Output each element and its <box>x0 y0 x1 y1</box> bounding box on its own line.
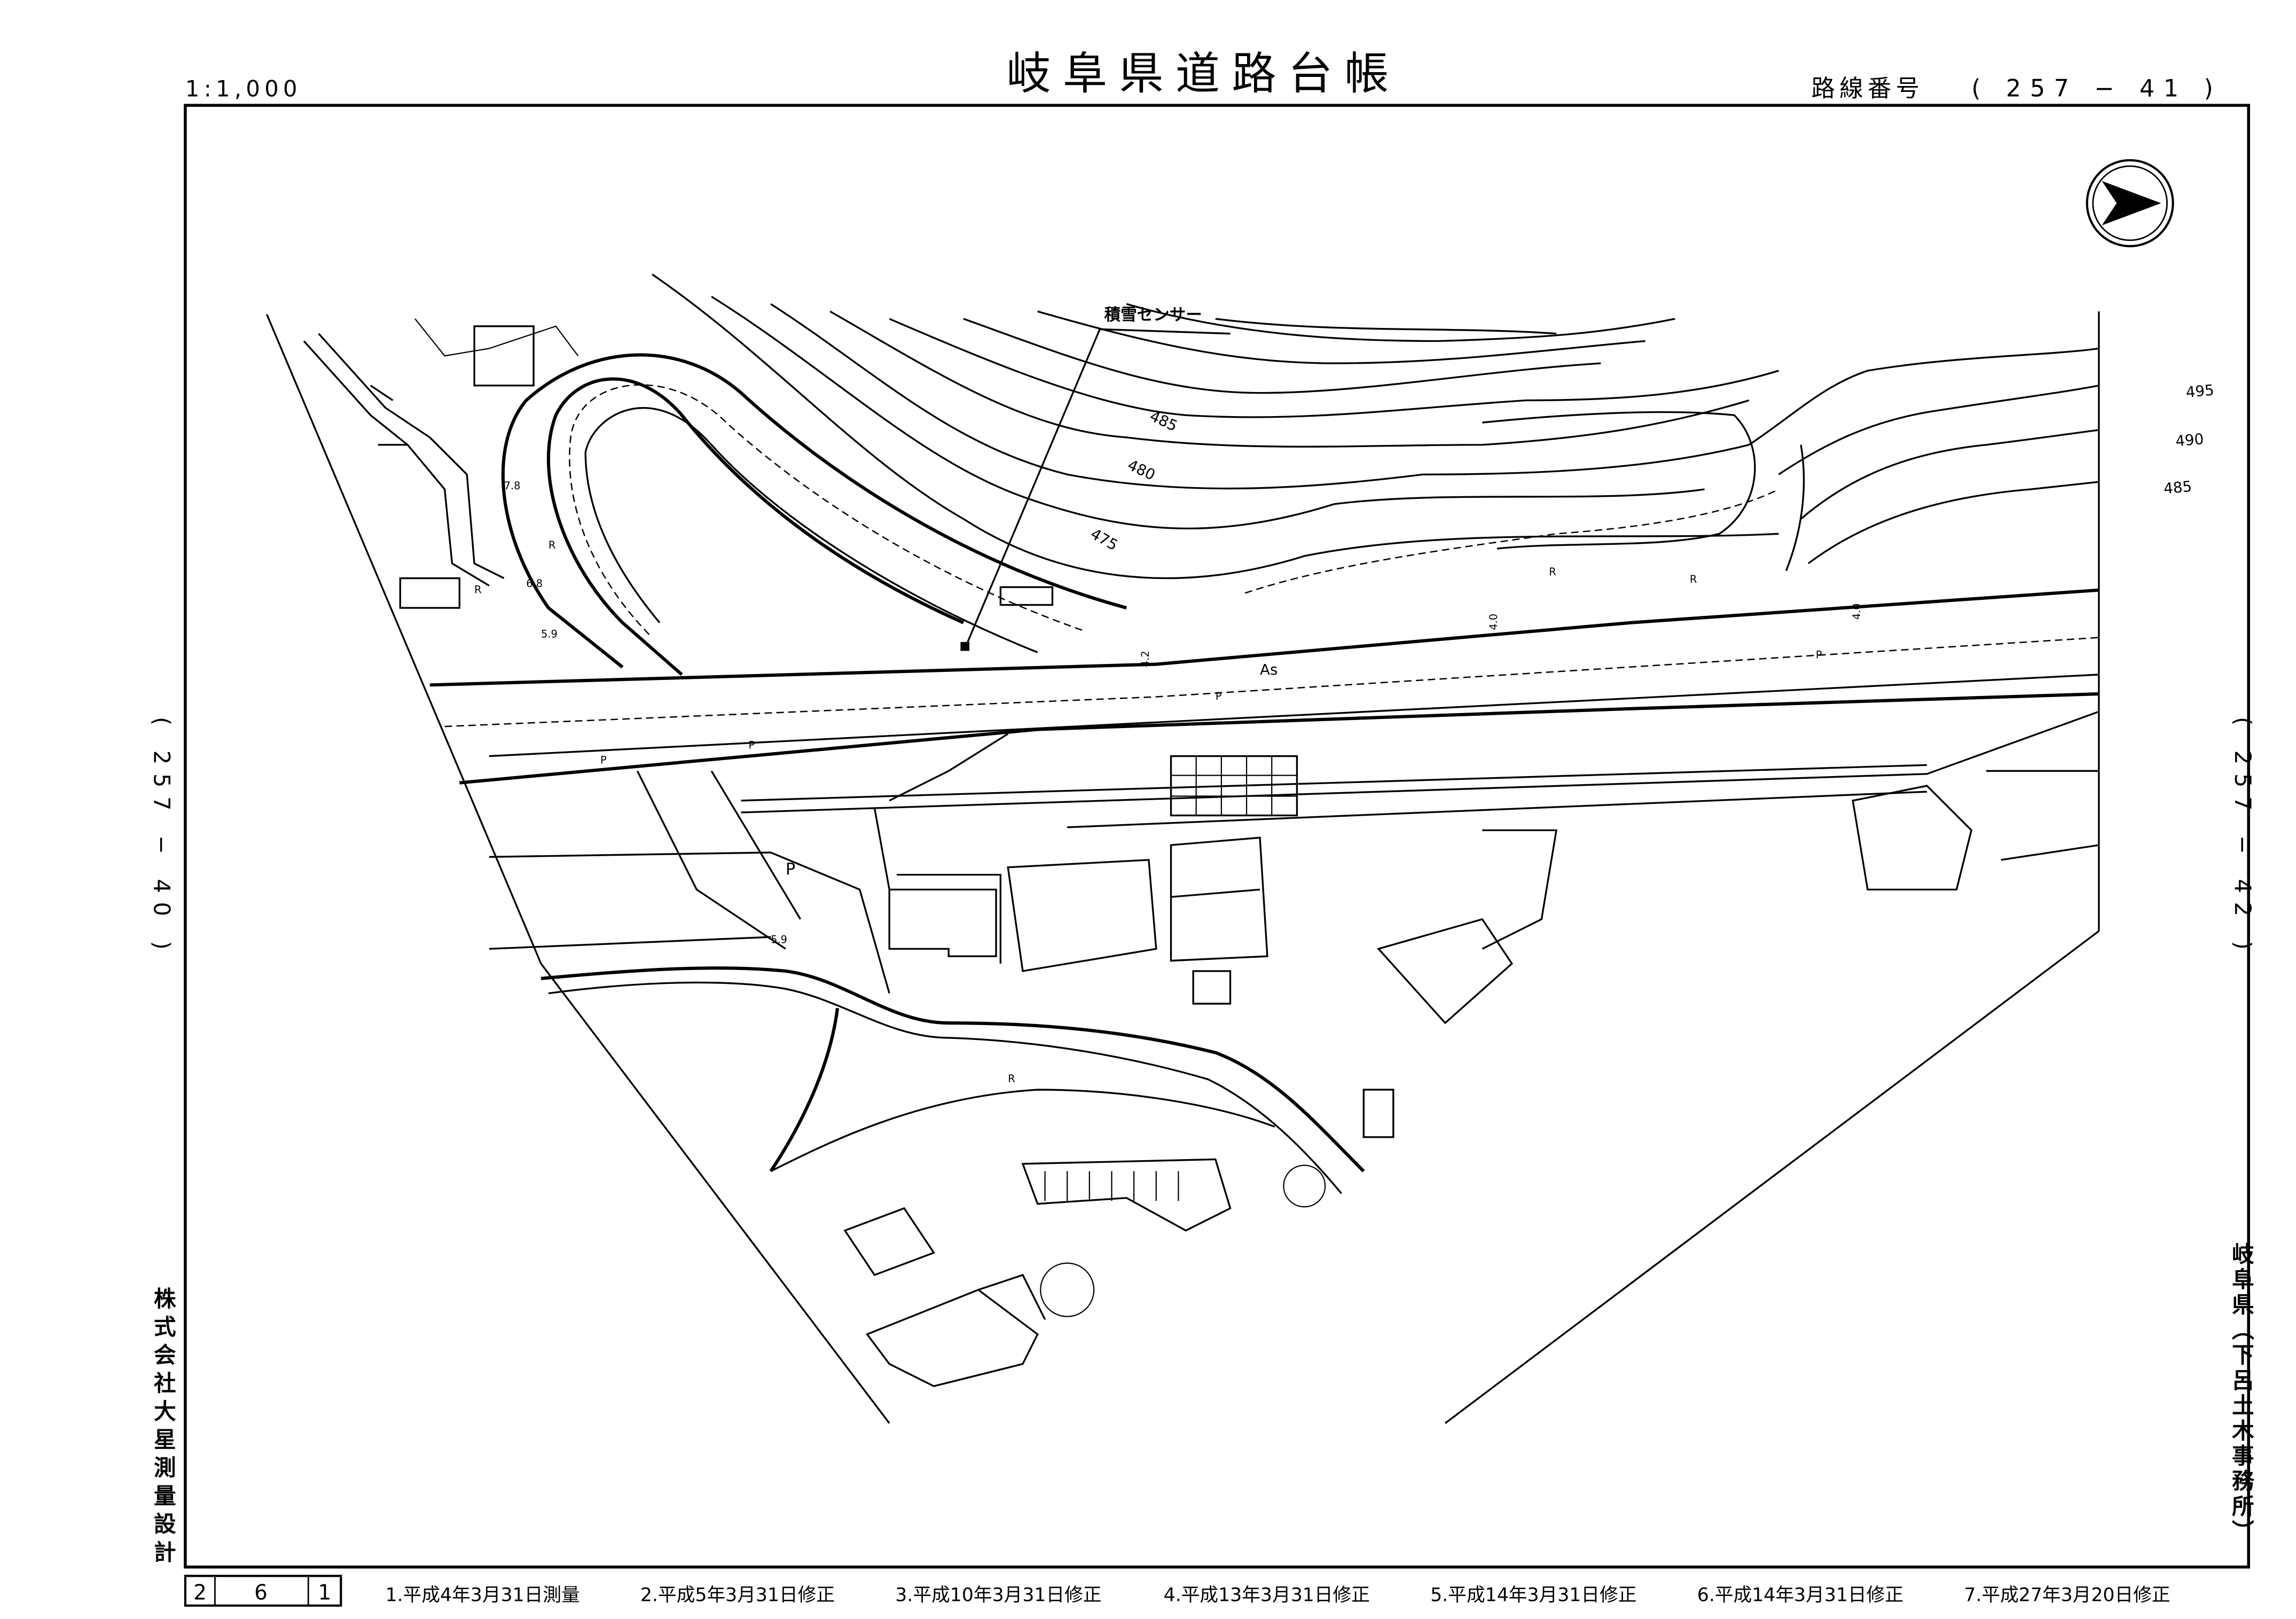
revision-history: 1.平成4年3月31日測量 2.平成5年3月31日修正 3.平成10年3月31日… <box>386 1585 2170 1606</box>
contour-label: 495 <box>2185 381 2215 401</box>
contour-label: 490 <box>2175 430 2205 450</box>
contour-label: 485 <box>2163 478 2193 497</box>
contour-label: 480 <box>1125 456 1158 484</box>
sheet-box-3: 1 <box>318 1581 331 1605</box>
pavement-label: As <box>1260 661 1278 678</box>
north-arrow-icon <box>2086 159 2174 247</box>
map-label: 6.8 <box>526 577 543 590</box>
sheet-box-1: 2 <box>193 1581 207 1605</box>
contour-label: 485 <box>1147 407 1180 435</box>
scale-label: 1:1,000 <box>185 76 302 102</box>
lower-roads <box>489 733 1365 1194</box>
revision-item: 2.平成5年3月31日修正 <box>640 1585 835 1606</box>
map-label: P <box>600 754 607 766</box>
revision-item: 7.平成27年3月20日修正 <box>1964 1585 2170 1606</box>
map-label: R <box>474 583 481 596</box>
adjacent-sheet-left: ( 257 − 40 ) <box>149 717 175 959</box>
map-label: R <box>1549 566 1556 578</box>
revision-item: 4.平成13年3月31日修正 <box>1164 1585 1370 1606</box>
map-boundary-left <box>266 314 542 964</box>
map-label: R <box>1690 573 1697 585</box>
office-name: 岐阜県（下呂土木事務所） <box>2228 1242 2254 1545</box>
buildings <box>370 385 2099 1387</box>
map-label: P <box>1816 648 1822 661</box>
map-label: P <box>749 739 755 752</box>
map-label: 5.9 <box>541 628 558 640</box>
revision-item: 5.平成14年3月31日修正 <box>1430 1585 1636 1606</box>
retaining-walls <box>303 318 579 609</box>
surveyor-name: 株式会社大星測量設計 <box>150 1287 176 1569</box>
map-label: P <box>786 861 795 879</box>
page-title: 岐阜県道路台帳 <box>1006 48 1400 100</box>
map-label: 4.2 <box>1139 651 1151 667</box>
snow-sensor-label: 積雪センサー <box>1104 306 1202 325</box>
main-road <box>429 588 2099 828</box>
sheet-number-boxes: 2 6 1 <box>184 1575 342 1607</box>
map-frame <box>184 104 2250 1569</box>
sheet-box-2: 6 <box>254 1581 268 1605</box>
adjacent-sheet-right: ( 257 − 42 ) <box>2230 717 2256 959</box>
revision-item: 1.平成4年3月31日測量 <box>386 1585 580 1606</box>
revision-item: 6.平成14年3月31日修正 <box>1697 1585 1903 1606</box>
revision-item: 3.平成10年3月31日修正 <box>895 1585 1101 1606</box>
snow-sensor-marker <box>960 642 970 651</box>
map-label: 7.8 <box>504 480 521 492</box>
contour-label: 475 <box>1087 525 1120 554</box>
hairpin-road <box>501 353 1127 676</box>
grid-structure <box>1170 755 1298 817</box>
map-drawing: 積雪センサー 495 490 485 485 480 475 As R R R … <box>266 273 2215 1424</box>
snow-sensor-callout: 積雪センサー <box>960 306 1231 651</box>
map-label: 4.0 <box>1851 603 1863 620</box>
map-label: 4.0 <box>1487 614 1500 630</box>
map-label: P <box>1216 690 1222 702</box>
route-label: 路線番号 <box>1811 75 1924 103</box>
map-label: R <box>548 539 555 551</box>
contour-lines <box>652 273 2099 594</box>
route-number: ( 257 − 41 ) <box>1971 75 2222 103</box>
map-label: R <box>1008 1073 1015 1085</box>
